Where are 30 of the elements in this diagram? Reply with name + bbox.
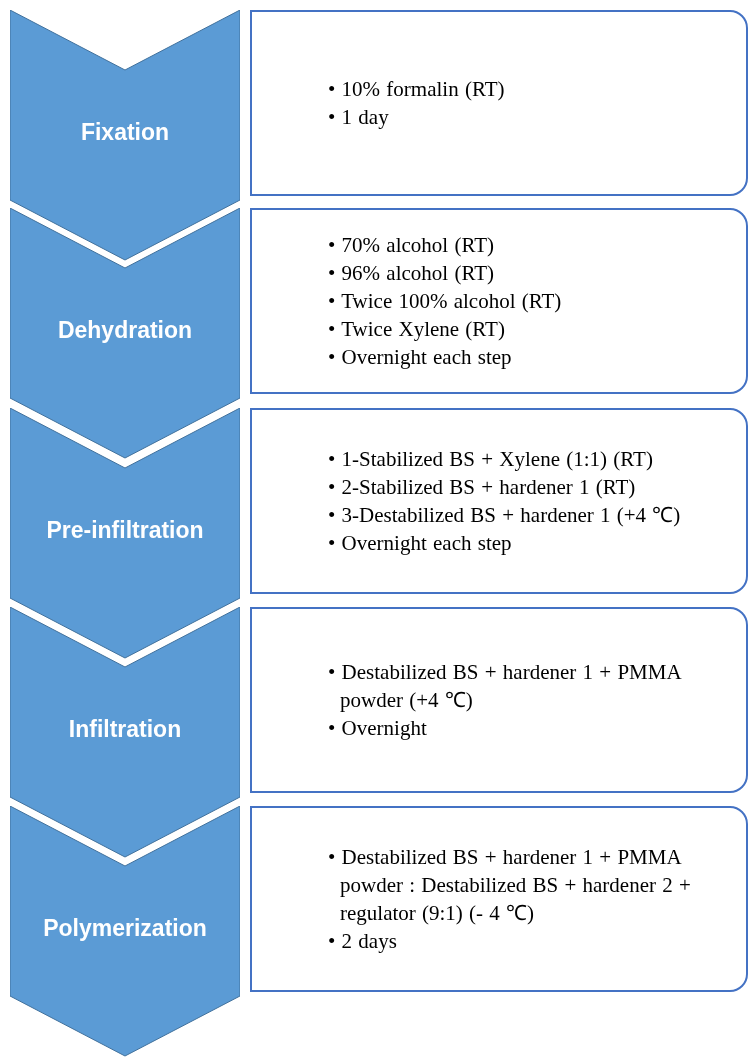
step-details-box <box>250 208 748 394</box>
bullet-item: • Destabilized BS + hardener 1 + PMMA powder (+4 ℃) <box>328 659 682 714</box>
bullet-item: • Overnight each step <box>328 530 513 557</box>
chevron-step <box>10 10 240 262</box>
step-label: Fixation <box>80 118 170 147</box>
chevron-step <box>10 806 240 1058</box>
bullet-item: • 2-Stabilized BS + hardener 1 (RT) <box>328 474 637 501</box>
chevron-step <box>10 408 240 660</box>
step-details-box <box>250 806 748 992</box>
step-label: Pre-infiltration <box>46 516 204 545</box>
step-details-box <box>250 607 748 793</box>
bullet-item: • 10% formalin (RT) <box>328 76 505 103</box>
bullet-item: • Twice Xylene (RT) <box>328 316 506 343</box>
chevron-step <box>10 208 240 460</box>
step-details-box <box>250 408 748 594</box>
bullet-item: • 2 days <box>328 928 398 955</box>
bullet-item: • 1-Stabilized BS + Xylene (1:1) (RT) <box>328 446 654 473</box>
bullet-item: • 70% alcohol (RT) <box>328 232 495 259</box>
bullet-item: • Destabilized BS + hardener 1 + PMMA powder : Destabilized BS + hardener 2 + regulator (9:1) (- 4 ℃) <box>328 844 692 927</box>
bullet-item: • Twice 100% alcohol (RT) <box>328 288 562 315</box>
bullet-item: • Overnight each step <box>328 344 513 371</box>
bullet-item: • Overnight <box>328 715 428 742</box>
bullet-item: • 96% alcohol (RT) <box>328 260 495 287</box>
step-label: Polymerization <box>43 914 207 943</box>
step-label: Dehydration <box>57 316 193 345</box>
chevron-step <box>10 607 240 859</box>
bullet-item: • 3-Destabilized BS + hardener 1 (+4 ℃) <box>328 502 681 529</box>
step-details-box <box>250 10 748 196</box>
step-label: Infiltration <box>68 715 182 744</box>
bullet-item: • 1 day <box>328 104 390 131</box>
